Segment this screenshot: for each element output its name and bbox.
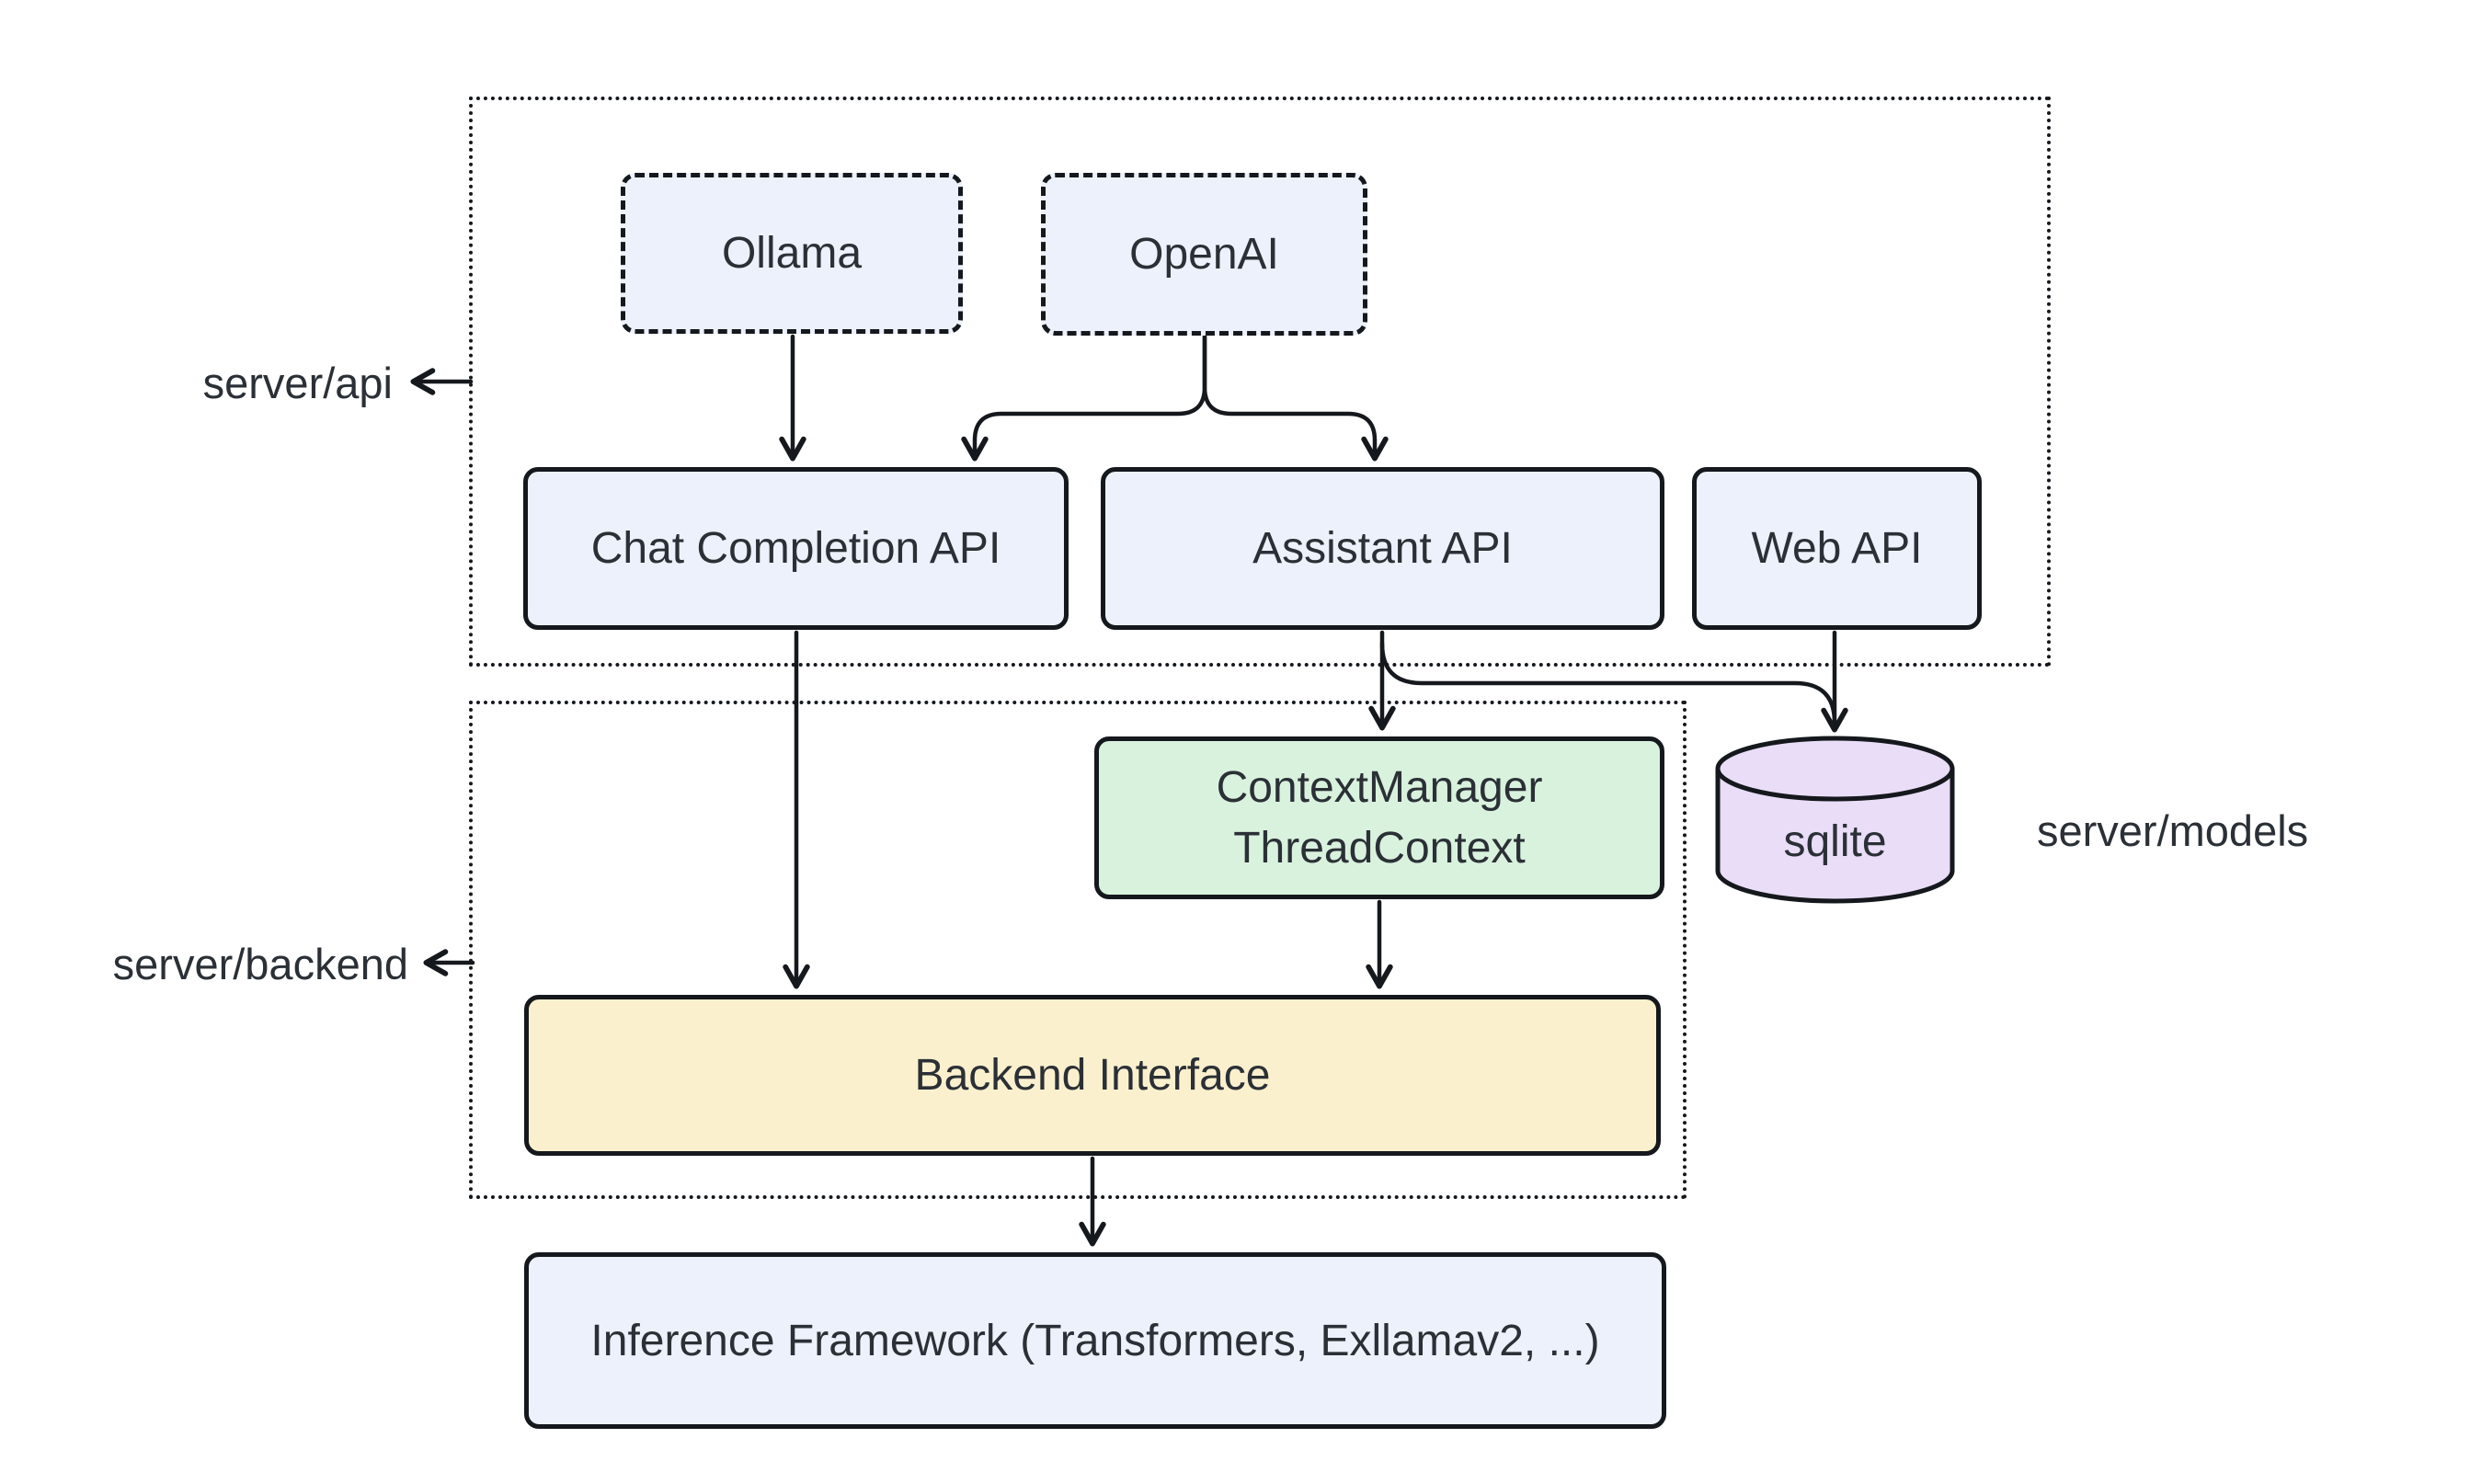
label-server-models: server/models — [2037, 806, 2309, 855]
node-backend-interface-label: Backend Interface — [914, 1051, 1271, 1100]
node-chat-completion-api: Chat Completion API — [523, 467, 1069, 630]
node-chat-completion-api-label: Chat Completion API — [590, 524, 1001, 573]
node-context-manager-line2: ThreadContext — [1233, 823, 1526, 873]
node-context-manager-line1: ContextManager — [1216, 762, 1543, 812]
node-ollama: Ollama — [621, 173, 963, 334]
node-web-api: Web API — [1692, 467, 1982, 630]
node-inference-framework: Inference Framework (Transformers, Exlla… — [524, 1252, 1666, 1429]
node-context-manager: ContextManager ThreadContext — [1094, 736, 1664, 899]
node-inference-framework-label: Inference Framework (Transformers, Exlla… — [590, 1316, 1600, 1365]
server-backend-container — [469, 701, 1687, 1199]
label-server-backend: server/backend — [112, 940, 408, 988]
node-sqlite-label: sqlite — [1783, 816, 1887, 866]
node-assistant-api: Assistant API — [1101, 467, 1664, 630]
node-ollama-label: Ollama — [721, 229, 863, 278]
node-openai-label: OpenAI — [1129, 230, 1279, 279]
label-server-api: server/api — [202, 359, 393, 407]
node-openai: OpenAI — [1041, 173, 1367, 336]
node-backend-interface: Backend Interface — [524, 995, 1661, 1156]
node-web-api-label: Web API — [1751, 524, 1923, 573]
node-assistant-api-label: Assistant API — [1252, 524, 1513, 573]
